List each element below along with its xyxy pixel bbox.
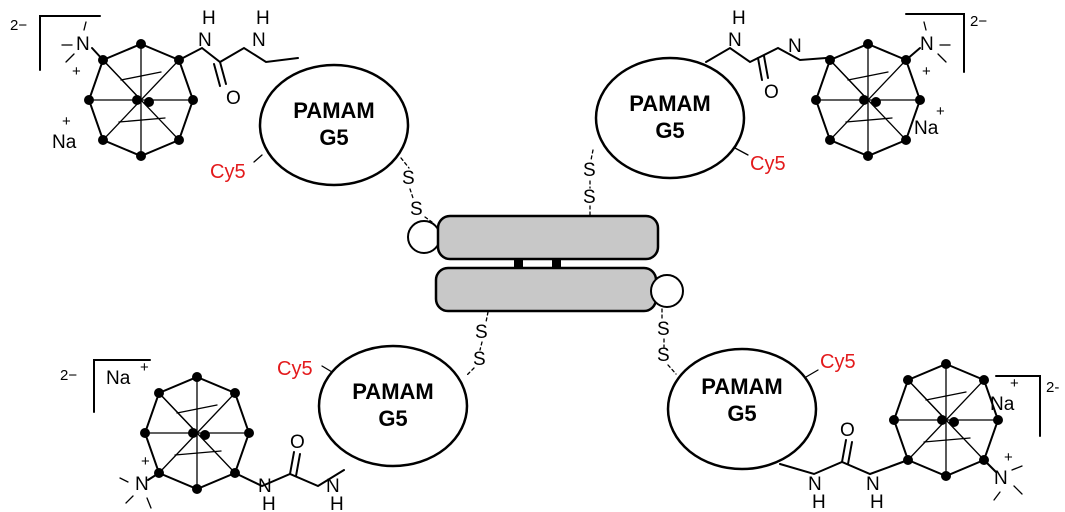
svg-text:Cy5: Cy5 (750, 153, 786, 175)
dimer-link-1 (514, 259, 523, 268)
svg-text:S: S (657, 345, 670, 366)
svg-text:H: H (202, 8, 216, 29)
svg-text:Cy5: Cy5 (277, 358, 313, 380)
svg-text:N: N (198, 30, 212, 51)
carborane-unit-bottom-right: 2- Na + N + O N H N H (779, 358, 1059, 512)
cy5-dye-bottom-right: Cy5 (805, 351, 856, 378)
svg-text:H: H (870, 492, 884, 512)
svg-text:N: N (135, 474, 149, 495)
svg-text:N: N (866, 474, 880, 495)
svg-text:S: S (475, 322, 488, 343)
svg-text:S: S (657, 319, 670, 340)
svg-text:Na: Na (52, 132, 77, 153)
svg-text:N: N (808, 474, 822, 495)
cy5-dye-top-right: Cy5 (734, 147, 786, 175)
cy5-dye-bottom-left: Cy5 (277, 358, 333, 380)
svg-text:+: + (62, 113, 71, 130)
svg-text:H: H (732, 8, 746, 29)
linker-loop-left (407, 220, 441, 254)
cy5-dye-top-left: Cy5 (210, 154, 263, 183)
disulfide-linker-bottom-left: S S (465, 311, 489, 377)
svg-text:+: + (1010, 375, 1019, 392)
svg-text:N: N (76, 34, 90, 55)
svg-text:N: N (252, 30, 266, 51)
svg-text:S: S (473, 349, 486, 370)
svg-text:Na: Na (914, 118, 939, 139)
pamam-dendrimer-top-right: PAMAM G5 (594, 56, 746, 180)
svg-text:H: H (262, 494, 276, 512)
disulfide-linker-bottom-right: S S (657, 308, 677, 375)
protein-subunit-bottom (434, 266, 658, 313)
carborane-unit-top-right: N + 2− Na + N H N O (705, 8, 987, 162)
disulfide-linker-top-right: S S (583, 149, 596, 217)
svg-text:G5: G5 (319, 125, 348, 150)
protein-subunit-top (436, 214, 660, 261)
svg-text:Na: Na (990, 394, 1015, 415)
svg-text:S: S (402, 168, 415, 189)
svg-text:2−: 2− (10, 17, 27, 34)
svg-text:Na: Na (106, 368, 131, 389)
svg-text:N: N (788, 36, 802, 57)
pamam-dendrimer-top-left: PAMAM G5 (258, 63, 410, 187)
pamam-dendrimer-bottom-left: PAMAM G5 (317, 344, 469, 468)
svg-text:G5: G5 (727, 401, 756, 426)
svg-text:2−: 2− (970, 13, 987, 30)
carborane-unit-top-left: N + 2− Na + N H N H O (10, 8, 299, 162)
svg-text:2-: 2- (1046, 379, 1059, 396)
svg-text:Cy5: Cy5 (820, 351, 856, 373)
svg-text:S: S (583, 160, 596, 181)
svg-text:2−: 2− (60, 367, 77, 384)
svg-text:H: H (330, 494, 344, 512)
svg-text:PAMAM: PAMAM (293, 98, 374, 123)
svg-text:PAMAM: PAMAM (629, 91, 710, 116)
svg-text:+: + (140, 359, 149, 376)
svg-text:PAMAM: PAMAM (352, 379, 433, 404)
protein-dimer (407, 214, 684, 313)
svg-text:O: O (290, 432, 305, 453)
svg-text:S: S (410, 199, 423, 220)
svg-text:N: N (728, 30, 742, 51)
pamam-dendrimer-bottom-right: PAMAM G5 (666, 347, 818, 471)
svg-text:N: N (920, 34, 934, 55)
svg-text:+: + (922, 63, 931, 80)
linker-loop-right (650, 274, 684, 308)
carborane-unit-bottom-left: 2− Na + N + O N H N H (60, 359, 345, 512)
svg-text:PAMAM: PAMAM (701, 374, 782, 399)
svg-text:N: N (258, 476, 272, 497)
svg-text:+: + (141, 453, 150, 470)
svg-text:+: + (1004, 449, 1013, 466)
svg-text:G5: G5 (378, 406, 407, 431)
disulfide-linker-top-left: S S (400, 157, 433, 223)
svg-text:+: + (72, 63, 81, 80)
svg-text:H: H (812, 492, 826, 512)
svg-text:O: O (840, 420, 855, 441)
svg-text:O: O (764, 82, 779, 103)
dimer-link-2 (552, 259, 561, 268)
svg-text:Cy5: Cy5 (210, 161, 246, 183)
svg-text:+: + (936, 103, 945, 120)
svg-text:G5: G5 (655, 118, 684, 143)
svg-text:O: O (226, 88, 241, 109)
svg-text:S: S (583, 187, 596, 208)
svg-text:N: N (994, 468, 1008, 489)
svg-text:H: H (256, 8, 270, 29)
svg-text:N: N (326, 476, 340, 497)
